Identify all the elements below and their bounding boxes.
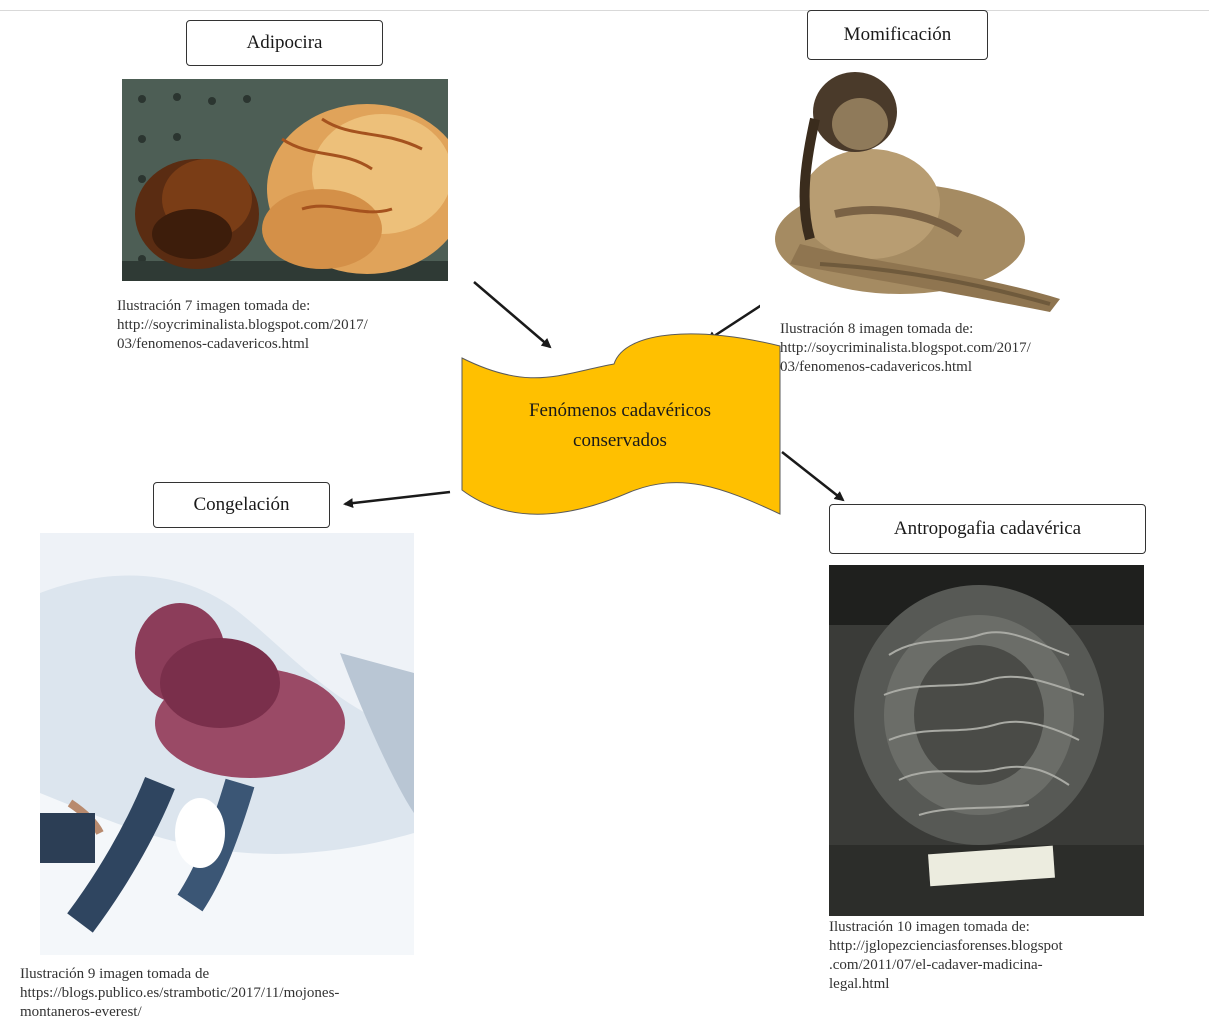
caption-line: Ilustración 7 imagen tomada de: (117, 298, 311, 314)
caption-line: https://blogs.publico.es/strambotic/2017… (20, 985, 340, 1001)
arrow-adipocira-to-center (473, 281, 552, 349)
caption-line: montaneros-everest/ (20, 1004, 142, 1020)
node-momificacion-label: Momificación (807, 10, 988, 60)
caption-line: Ilustración 8 imagen tomada de: (780, 321, 974, 337)
caption-line: legal.html (829, 976, 890, 992)
adipocira-photo (122, 79, 448, 281)
congelacion-photo (40, 533, 414, 955)
caption-line: 03/fenomenos-cadavericos.html (780, 359, 973, 375)
node-antropogafia-label: Antropogafia cadavérica (829, 504, 1146, 554)
caption-momificacion: Ilustración 8 imagen tomada de: http://s… (780, 320, 1031, 377)
center-node-line1: Fenómenos cadavéricos (528, 400, 712, 421)
caption-adipocira: Ilustración 7 imagen tomada de: http://s… (117, 297, 368, 354)
caption-line: http://soycriminalista.blogspot.com/2017… (780, 340, 1031, 356)
caption-line: .com/2011/07/el-cadaver-madicina- (829, 957, 1043, 973)
node-adipocira-label: Adipocira (186, 20, 383, 66)
antropogafia-photo (829, 565, 1144, 916)
top-divider (0, 10, 1209, 11)
center-node-label: Fenómenos cadavéricos conservados (470, 396, 770, 456)
caption-line: Ilustración 9 imagen tomada de (20, 966, 210, 982)
arrow-center-to-congelacion (343, 490, 451, 509)
caption-line: http://soycriminalista.blogspot.com/2017… (117, 317, 368, 333)
caption-antropogafia: Ilustración 10 imagen tomada de: http://… (829, 918, 1063, 994)
arrow-center-to-antropogafia (781, 451, 845, 502)
center-node-line2: conservados (573, 430, 667, 451)
momificacion-photo (760, 64, 1072, 316)
caption-line: 03/fenomenos-cadavericos.html (117, 336, 310, 352)
caption-congelacion: Ilustración 9 imagen tomada de https://b… (20, 965, 339, 1022)
caption-line: Ilustración 10 imagen tomada de: (829, 919, 1030, 935)
caption-line: http://jglopezcienciasforenses.blogspot (829, 938, 1063, 954)
node-congelacion-label: Congelación (153, 482, 330, 528)
